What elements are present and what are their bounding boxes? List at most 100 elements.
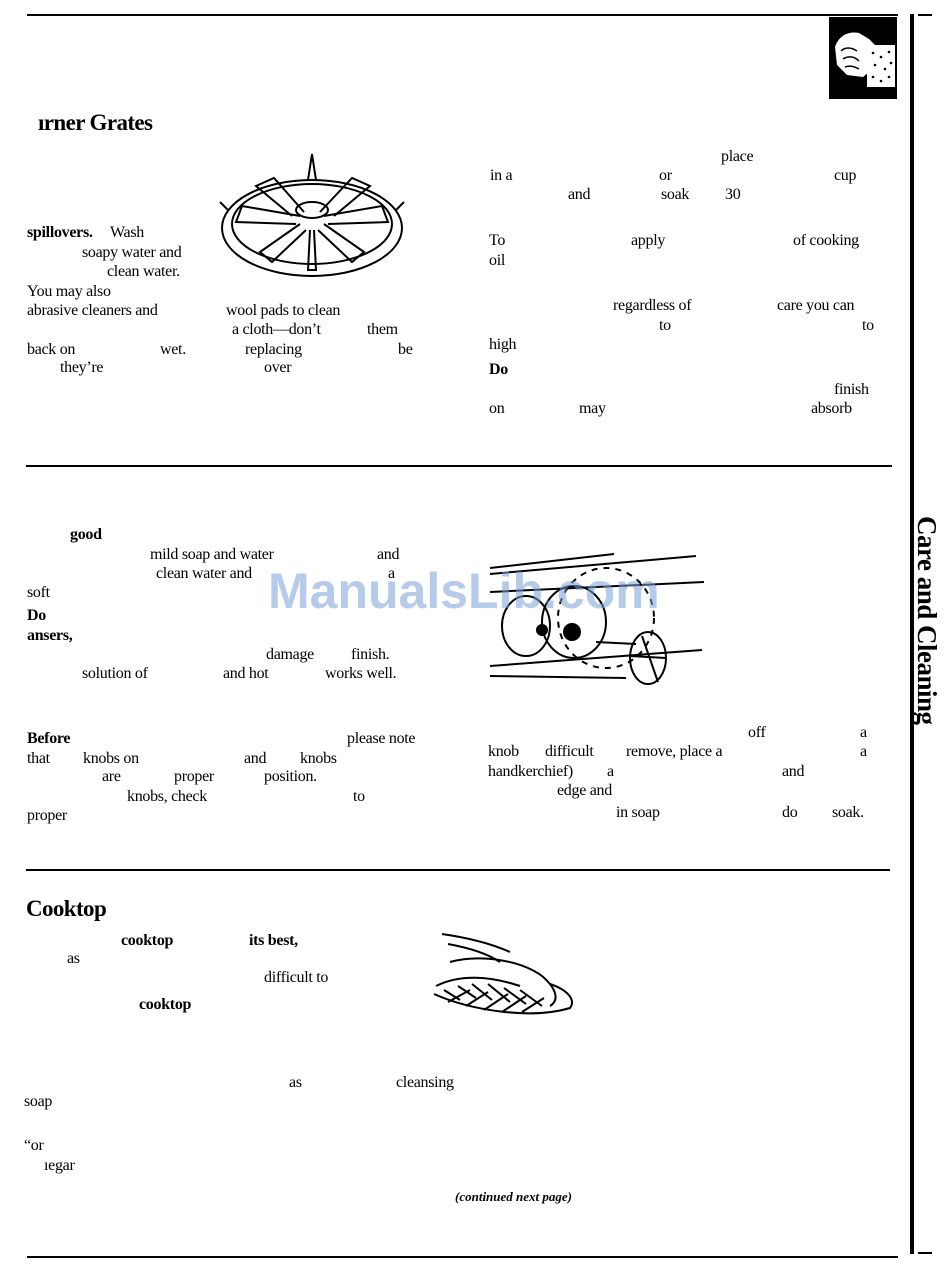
cooktop-heading: Cooktop [26,896,107,921]
knobs-text-clean-water: clean water and [156,565,252,582]
burner-text-theyre: they’re [60,359,104,376]
knobs-text-knobs: knobs [300,750,337,767]
burner-r-of-cooking: of cooking [793,232,859,249]
knobs-r-and: and [782,763,805,780]
knobs-text-do: Do [27,607,46,624]
burner-r-or: or [659,167,672,184]
knobs-text-and-2: and [244,750,267,767]
knobs-text-and-1: and [377,546,400,563]
manualslib-watermark: ManualsLib.com [268,563,660,619]
right-margin-tick-top [918,14,932,16]
burner-r-do: Do [489,361,508,378]
knobs-text-before: Before [27,730,71,747]
burner-text-replacing: replacing [245,341,302,358]
burner-r-to: To [489,232,506,249]
knobs-text-are: are [102,768,121,785]
cooktop-text-difficult-to: difficult to [264,969,329,986]
burner-text-wool-pads: wool pads to clean [226,302,341,319]
knobs-text-works-well: works well. [325,665,397,682]
cooktop-text-as-1: as [67,950,80,967]
top-rule [27,14,898,16]
knobs-text-finish: finish. [351,646,390,663]
cooktop-text-as-2: as [289,1074,302,1091]
burner-r-care-you-can: care you can [777,297,855,314]
hand-sponge-icon [829,17,897,99]
burner-r-and: and [568,186,591,203]
cooktop-text-cooktop-1: cooktop [121,932,174,949]
section-divider-2 [26,869,890,871]
knobs-r-remove-place: remove, place a [626,743,723,760]
knobs-r-do: do [782,804,798,821]
burner-text-abrasive-cleaners: abrasive cleaners and [27,302,158,319]
knobs-text-proper-2: proper [27,807,67,824]
burner-text-back-on: back on [27,341,76,358]
burner-r-in-a: in a [490,167,513,184]
section-tab-label: Care and Cleaning [912,516,942,725]
knobs-text-please-note: please note [347,730,416,747]
knobs-r-a-3: a [607,763,614,780]
knobs-r-a-2: a [860,743,867,760]
knobs-text-proper-1: proper [174,768,214,785]
knobs-text-soft: soft [27,584,50,601]
burner-r-30: 30 [725,186,741,203]
knobs-text-knobs-on: knobs on [83,750,139,767]
burner-text-you-may-also: You may also [27,283,111,300]
burner-text-be: be [398,341,413,358]
knobs-text-mild-soap: mild soap and water [150,546,274,563]
knobs-r-a-1: a [860,724,867,741]
cooktop-text-its-best: its best, [249,932,298,949]
burner-text-over: over [264,359,292,376]
burner-r-to-1: to [659,317,671,334]
burner-r-place: place [721,148,754,165]
knobs-r-handkerchief: handkerchief) [488,763,573,780]
burner-text-wet: wet. [160,341,186,358]
cooktop-text-soap: soap [24,1093,53,1110]
cooktop-text-cooktop-2: cooktop [139,996,192,1013]
knobs-text-a: a [388,565,395,582]
burner-r-oil: oil [489,252,505,269]
knob-removal-illustration [489,553,705,685]
knobs-text-to: to [353,788,365,805]
burner-r-finish: finish [834,381,869,398]
burner-r-absorb: absorb [811,400,852,417]
burner-r-high: high [489,336,517,353]
right-margin-rule [910,14,914,1254]
knobs-text-position: position. [264,768,317,785]
burner-grates-heading: ırner Grates [38,110,153,135]
burner-r-soak: soak [661,186,690,203]
knobs-text-and-hot: and hot [223,665,269,682]
burner-text-them: them [367,321,398,338]
cooktop-text-vinegar: ıegar [44,1157,75,1174]
knobs-r-soak: soak. [832,804,864,821]
burner-r-cup: cup [834,167,857,184]
burner-r-may: may [579,400,606,417]
knobs-text-that: that [27,750,50,767]
burner-text-soapy-water: soapy water and [82,244,182,261]
burner-text-wash: Wash [110,224,144,241]
cooktop-text-cleansing: cleansing [396,1074,454,1091]
cooktop-text-for: “or [24,1137,44,1154]
burner-grate-illustration [219,153,405,277]
knobs-r-in-soap: in soap [616,804,660,821]
knobs-text-damage: damage [266,646,314,663]
bottom-rule [27,1256,898,1258]
burner-r-on: on [489,400,505,417]
burner-text-spillovers: spillovers. [27,224,93,241]
continued-next-page: (continued next page) [455,1189,572,1204]
burner-r-to-2: to [862,317,874,334]
knobs-text-cleansers: ansers, [27,627,73,644]
knobs-r-off: off [748,724,766,741]
right-margin-tick-bottom [918,1252,932,1254]
knobs-text-knobs-check: knobs, check [127,788,207,805]
burner-r-regardless: regardless of [613,297,692,314]
burner-text-clean-water: clean water. [107,263,180,280]
burner-text-a-cloth: a cloth—don’t [232,321,321,338]
knobs-text-solution-of: solution of [82,665,148,682]
burner-r-apply: apply [631,232,666,249]
knobs-text-good: good [70,526,102,543]
knobs-r-edge-and: edge and [557,782,612,799]
hand-wiping-cooktop-illustration [433,933,573,1015]
knobs-r-difficult: difficult [545,743,594,760]
knobs-r-knob: knob [488,743,519,760]
